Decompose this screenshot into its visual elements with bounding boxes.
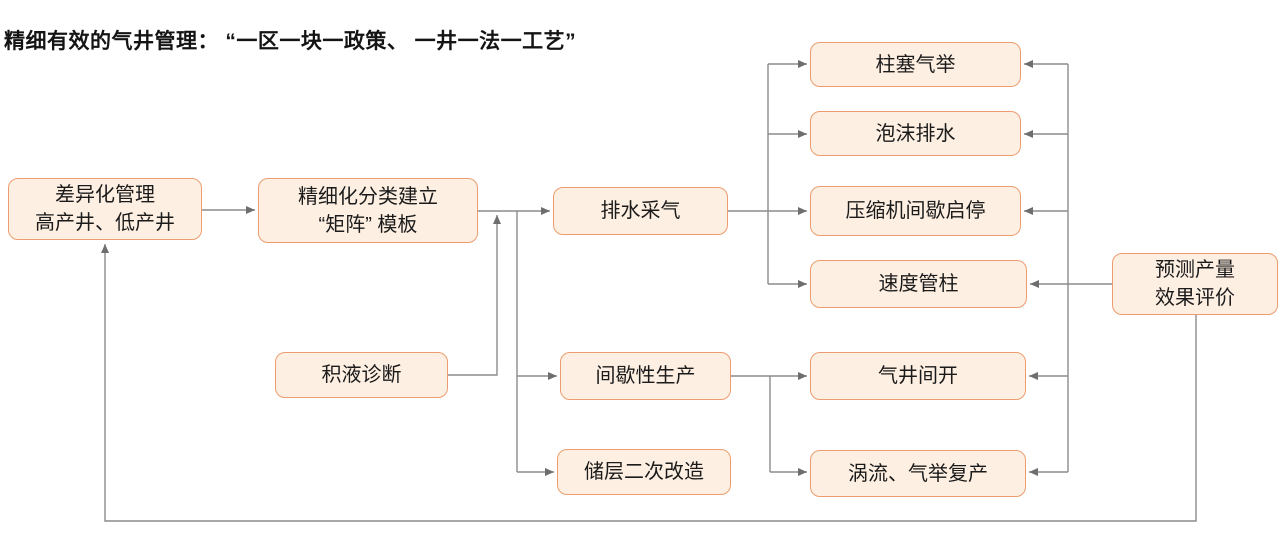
- node-matrix-template: 精细化分类建立 “矩阵” 模板: [258, 178, 478, 243]
- node-foam-drainage: 泡沫排水: [810, 111, 1021, 156]
- node-compressor-intermittent: 压缩机间歇启停: [810, 186, 1021, 236]
- node-velocity-string: 速度管柱: [810, 260, 1027, 308]
- node-intermittent-production: 间歇性生产: [560, 352, 731, 400]
- node-reservoir-restimulation: 储层二次改造: [557, 449, 731, 495]
- node-differentiated-management: 差异化管理 高产井、低产井: [8, 178, 202, 240]
- node-fluid-diagnosis: 积液诊断: [275, 352, 448, 398]
- node-drainage-gas-recovery: 排水采气: [553, 187, 728, 235]
- node-predict-evaluate: 预测产量 效果评价: [1112, 253, 1278, 315]
- node-vortex-gas-lift-resume: 涡流、气举复产: [810, 450, 1026, 497]
- node-plunger-gas-lift: 柱塞气举: [810, 42, 1021, 87]
- diagram-title: 精细有效的气井管理： “一区一块一政策、 一井一法一工艺”: [4, 30, 577, 53]
- node-well-intermittent-open: 气井间开: [810, 352, 1026, 400]
